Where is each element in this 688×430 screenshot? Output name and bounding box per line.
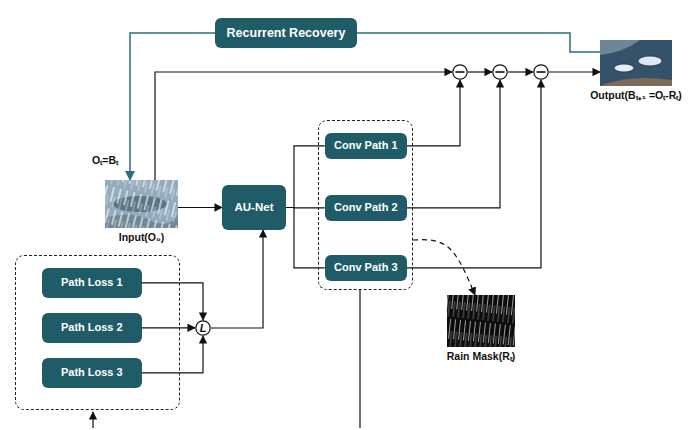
connector [407, 80, 460, 146]
connector [357, 33, 600, 52]
circle-shape [453, 65, 467, 79]
minus-sign [456, 71, 465, 73]
input-ground [105, 180, 178, 228]
image-caption: Output(Bₜ₊₁ =Oₜ-Rₜ) [590, 89, 682, 101]
circle-outline [533, 64, 549, 80]
connector [211, 230, 263, 328]
output-ground [600, 40, 672, 86]
circle-outline [452, 64, 468, 80]
image-caption: Rain Mask(Rₜ) [447, 350, 516, 362]
box-label: AU-Net [235, 201, 274, 214]
output-line [359, 290, 360, 428]
connector [142, 336, 203, 373]
output-seabed [600, 78, 672, 86]
subtract-circle [452, 64, 468, 80]
box-label: Recurrent Recovery [227, 26, 346, 40]
loss-box: Path Loss 1 [42, 268, 142, 298]
connector [413, 240, 475, 295]
circle-shape [534, 65, 548, 79]
connector [508, 71, 533, 72]
conv-path-box: Conv Path 3 [325, 255, 407, 281]
connector [468, 71, 492, 72]
subtract-circle [533, 64, 549, 80]
rain-mask-image: Rain Mask(Rₜ) [447, 295, 515, 347]
output-fish [638, 56, 662, 66]
output-rock [600, 40, 640, 55]
box-label: Path Loss 3 [61, 366, 123, 379]
input-rain [105, 180, 178, 228]
loss-box: Path Loss 2 [42, 313, 142, 343]
output-image: Output(Bₜ₊₁ =Oₜ-Rₜ) [600, 40, 672, 86]
box-label: Conv Path 3 [334, 261, 398, 274]
conv-path-box: Conv Path 1 [325, 133, 407, 159]
mask-streaks [447, 295, 515, 347]
input-image: Input(O₀) [105, 180, 178, 228]
output-fish [614, 64, 634, 72]
conv-group: Conv Path 1 Conv Path 2 Conv Path 3 [318, 120, 413, 290]
circle-shape [493, 65, 507, 79]
output-picture [600, 40, 672, 86]
box-label: Path Loss 1 [61, 276, 123, 289]
minus-sign [537, 71, 546, 73]
connector [130, 33, 215, 180]
rain-mask-picture [447, 295, 515, 347]
image-caption: Input(O₀) [119, 231, 165, 243]
edge-label-holder: Oₜ=Bₜ [90, 150, 120, 168]
conv-path-box: Conv Path 2 [325, 195, 407, 221]
connector [142, 283, 203, 320]
subtract-circle [492, 64, 508, 80]
network-box: AU-Net [222, 185, 286, 230]
sum-symbol: L [200, 322, 207, 335]
input-picture [105, 180, 178, 228]
connector [142, 327, 195, 328]
input-arrow [92, 412, 93, 428]
edge-label: Oₜ=Bₜ [90, 154, 120, 166]
mask-ground [447, 295, 515, 347]
box-label: Path Loss 2 [61, 321, 123, 334]
recovery-box: Recurrent Recovery [215, 18, 357, 48]
connector [549, 71, 600, 72]
circle-shape [196, 321, 210, 335]
connector [407, 80, 500, 208]
connector [178, 207, 222, 208]
connector [155, 72, 452, 180]
minus-sign [496, 71, 505, 73]
circle-outline [492, 64, 508, 80]
loss-group: Path Loss 1 Path Loss 2 Path Loss 3 [15, 255, 180, 410]
box-label: Conv Path 1 [334, 139, 398, 152]
box-label: Conv Path 2 [334, 201, 398, 214]
loss-box: Path Loss 3 [42, 358, 142, 388]
sum-circle: L [195, 320, 211, 336]
